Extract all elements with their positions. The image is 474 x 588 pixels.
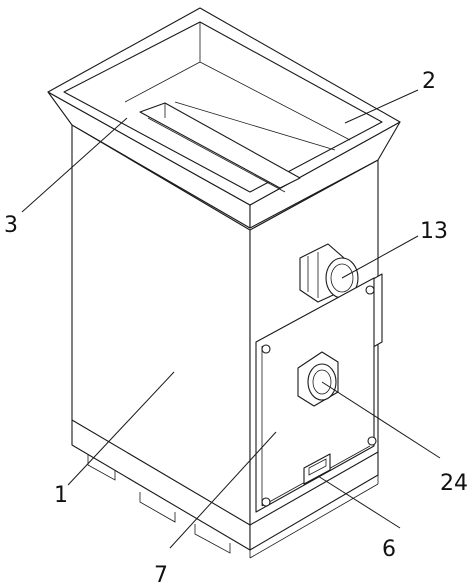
- leader-1: [67, 371, 175, 486]
- label-knob: 24: [440, 471, 468, 496]
- leader-24: [321, 381, 441, 459]
- knob: [297, 351, 339, 407]
- inner-plate: [139, 102, 301, 193]
- label-inner-plate: 3: [4, 213, 18, 238]
- door-handle: [303, 453, 331, 485]
- leader-6: [317, 475, 401, 529]
- leader-7: [169, 431, 277, 549]
- leader-lines: [21, 89, 441, 549]
- label-handle: 6: [382, 537, 396, 562]
- leader-3: [21, 117, 128, 213]
- hopper: [47, 7, 401, 229]
- leader-2: [344, 89, 419, 124]
- label-hopper: 2: [422, 69, 436, 94]
- reference-numerals: 2 3 13 1 7 24 6: [4, 69, 468, 588]
- leader-13: [341, 235, 419, 279]
- label-door: 7: [154, 563, 168, 588]
- label-motor: 13: [420, 219, 448, 244]
- label-housing: 1: [54, 483, 68, 508]
